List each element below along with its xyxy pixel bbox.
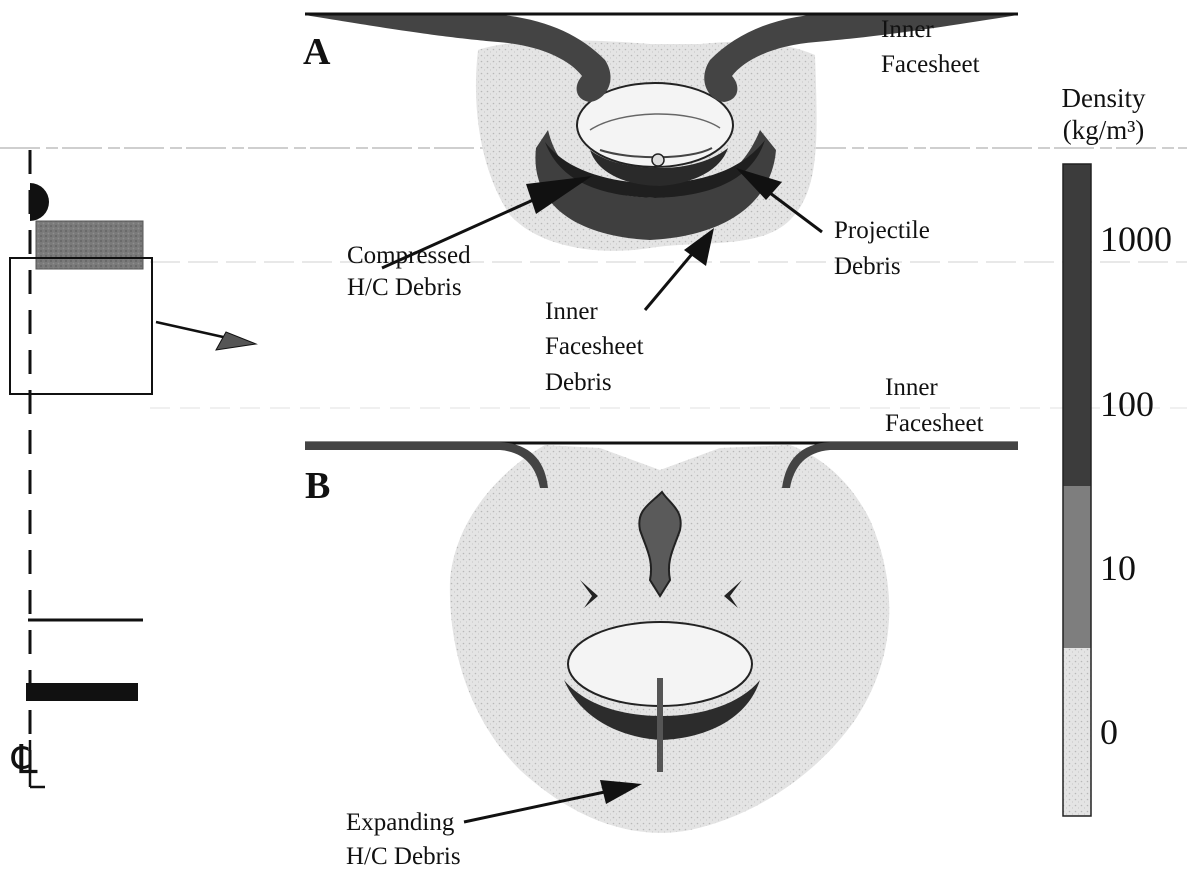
colorbar-tick-1000: 1000 bbox=[1100, 219, 1172, 259]
rear-wall-bar bbox=[26, 683, 138, 701]
colorbar-band-mid bbox=[1063, 486, 1091, 648]
compressed-label-line2: H/C Debris bbox=[347, 273, 462, 303]
projectile-label-line1: Projectile bbox=[834, 216, 930, 246]
colorbar-title-line1: Density bbox=[1020, 82, 1187, 114]
colorbar-title-line2: (kg/m³) bbox=[1020, 114, 1187, 146]
panel-a-inner-facesheet-line1: Inner bbox=[881, 15, 934, 45]
inner-debris-label-line2: Facesheet bbox=[545, 332, 644, 362]
target-schematic bbox=[10, 150, 256, 770]
inner-debris-label-line3: Debris bbox=[545, 368, 612, 398]
compressed-label-line1: Compressed bbox=[347, 241, 471, 271]
panel-a-inner-facesheet-line2: Facesheet bbox=[881, 50, 980, 80]
colorbar-tick-10: 10 bbox=[1100, 548, 1136, 588]
colorbar-band-high bbox=[1063, 164, 1091, 486]
colorbar-tick-100: 100 bbox=[1100, 384, 1154, 424]
projectile-label-line2: Debris bbox=[834, 252, 901, 282]
colorbar-tick-0: 0 bbox=[1100, 712, 1118, 752]
panel-b-plot bbox=[305, 442, 1018, 833]
panel-b-inner-facesheet-line2: Facesheet bbox=[885, 409, 984, 439]
colorbar bbox=[1063, 164, 1091, 816]
panel-b-letter: B bbox=[305, 466, 330, 506]
inner-debris-label-line1: Inner bbox=[545, 297, 598, 327]
centerline-symbol: ℄ bbox=[12, 736, 38, 783]
panel-a-letter: A bbox=[303, 32, 330, 72]
expanding-label-line2: H/C Debris bbox=[346, 842, 461, 872]
panel-b-inner-facesheet-line1: Inner bbox=[885, 373, 938, 403]
projectile-shape bbox=[30, 183, 49, 221]
expanding-label-line1: Expanding bbox=[346, 808, 454, 838]
colorbar-band-low bbox=[1063, 648, 1091, 816]
honeycomb-block bbox=[36, 221, 143, 269]
